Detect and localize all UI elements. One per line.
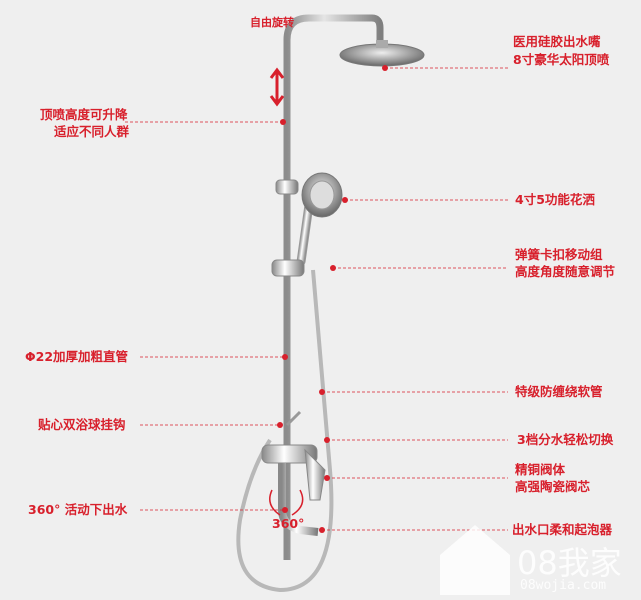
label-spout-degree: 360° [272, 516, 305, 531]
riser-pipe [283, 14, 384, 560]
label-rotate: 自由旋转 [250, 16, 294, 29]
label-valve-2: 高强陶瓷阀芯 [515, 479, 591, 494]
leader-lines [125, 67, 510, 531]
label-height-1: 顶喷高度可升降 [40, 107, 128, 122]
label-valve-1: 精铜阀体 [515, 462, 566, 477]
lever-handle [304, 448, 326, 501]
watermark-url: 08wojia.com [520, 578, 607, 593]
watermark-logo-icon [440, 525, 510, 595]
height-arrow-icon [269, 67, 285, 107]
label-diverter: 3档分水轻松切换 [517, 432, 614, 447]
label-clip-2: 高度角度随意调节 [515, 264, 616, 279]
wall-bracket [275, 179, 299, 195]
label-height-2: 适应不同人群 [54, 124, 130, 139]
label-top-nozzle-2: 8寸豪华太阳顶喷 [513, 52, 610, 67]
label-pipe: Φ22加厚加粗直管 [25, 349, 129, 364]
label-clip-1: 弹簧卡扣移动组 [515, 247, 603, 262]
watermark-brand: 08我家 [517, 544, 622, 582]
hose [236, 269, 334, 593]
slider-clip [271, 259, 305, 277]
label-aerator: 出水口柔和起泡器 [512, 522, 613, 537]
label-handheld: 4寸5功能花洒 [515, 192, 595, 207]
mixer-body [261, 444, 318, 464]
label-spout: 360° 活动下出水 [28, 502, 128, 517]
label-top-nozzle-1: 医用硅胶出水嘴 [513, 34, 601, 49]
label-hose: 特级防缠绕软管 [515, 384, 603, 399]
label-hook: 贴心双浴球挂钩 [38, 417, 126, 432]
marker-dots [277, 65, 388, 533]
